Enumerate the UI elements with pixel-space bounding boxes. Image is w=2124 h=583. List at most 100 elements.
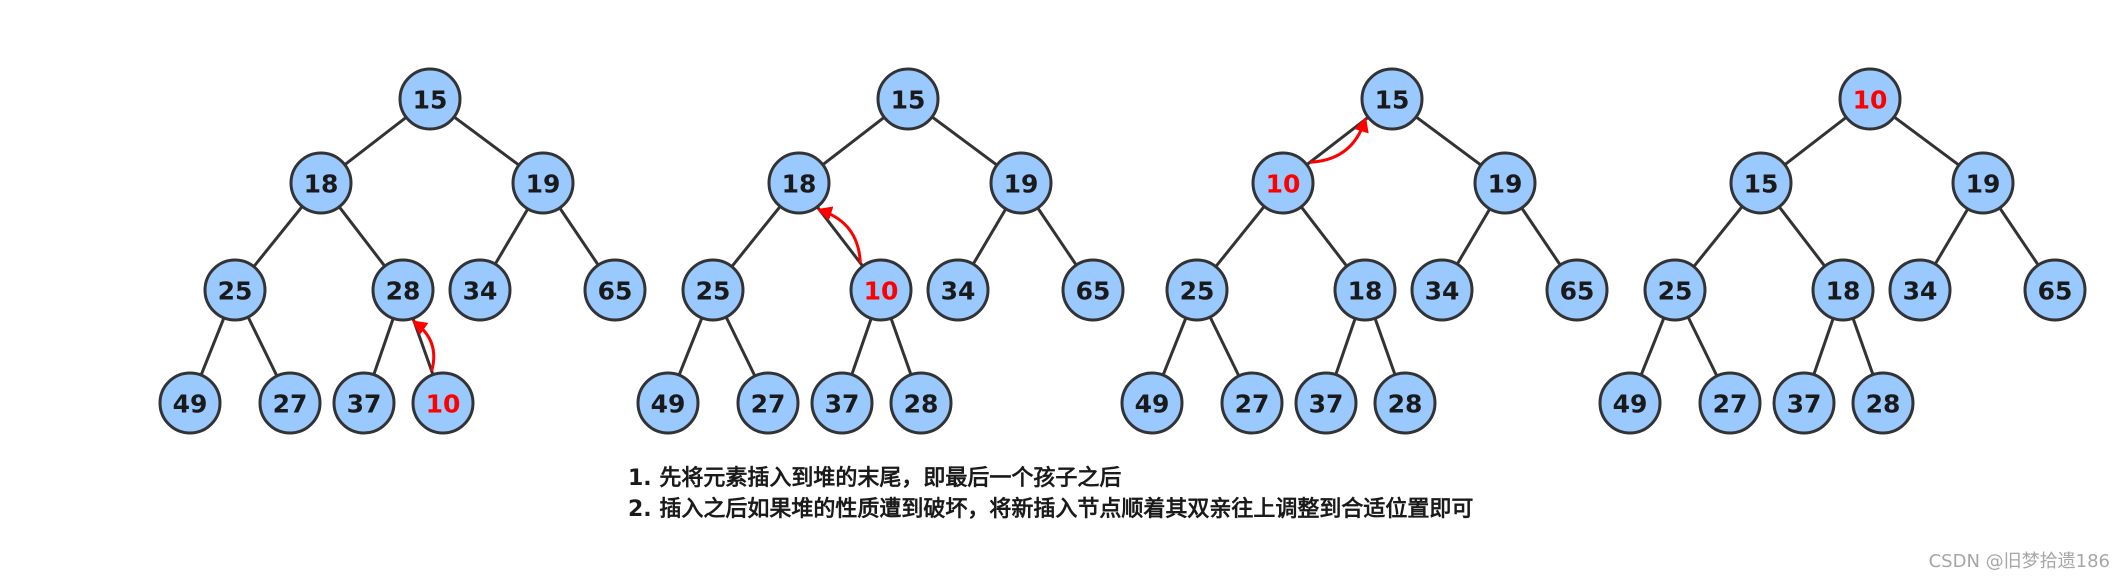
heap-node: 27 bbox=[1220, 371, 1284, 435]
tree-edge bbox=[338, 205, 386, 268]
heap-node-circle bbox=[1888, 258, 1952, 322]
heap-node-value: 28 bbox=[386, 277, 421, 306]
heap-node-value: 25 bbox=[1658, 277, 1693, 306]
tree-edge bbox=[931, 115, 998, 167]
heap-node-value: 49 bbox=[651, 390, 686, 419]
heap-node-circle bbox=[258, 371, 322, 435]
heap-node: 18 bbox=[1333, 258, 1397, 322]
tree-edge bbox=[411, 317, 435, 376]
heap-node-circle bbox=[849, 258, 913, 322]
heap-node-value: 25 bbox=[218, 277, 253, 306]
heap-node-value: 19 bbox=[526, 170, 561, 199]
heap-node-value: 65 bbox=[2038, 277, 2073, 306]
tree-edge bbox=[1783, 116, 1848, 166]
heap-node: 65 bbox=[1545, 258, 1609, 322]
heap-node-circle bbox=[736, 371, 800, 435]
heap-node-circle bbox=[1165, 258, 1229, 322]
heap-node-circle bbox=[767, 151, 831, 215]
heap-node-circle bbox=[636, 371, 700, 435]
heap-node-value: 37 bbox=[825, 390, 860, 419]
tree-edge bbox=[493, 208, 530, 265]
tree-edge bbox=[889, 317, 913, 376]
heap-node-circle bbox=[332, 371, 396, 435]
heap-node-circle bbox=[1061, 258, 1125, 322]
explanation-notes: 1. 先将元素插入到堆的末尾，即最后一个孩子之后 2. 插入之后如果堆的性质遭到… bbox=[628, 463, 1473, 525]
heap-node: 27 bbox=[258, 371, 322, 435]
tree-edge bbox=[252, 205, 304, 268]
heap-node: 19 bbox=[511, 151, 575, 215]
heap-node: 28 bbox=[1373, 371, 1437, 435]
heap-node-value: 28 bbox=[904, 390, 939, 419]
tree-edge bbox=[1686, 316, 1719, 377]
heap-node-value: 34 bbox=[1903, 277, 1938, 306]
swap-arrow bbox=[816, 206, 862, 264]
heap-node-value: 37 bbox=[1309, 390, 1344, 419]
heap-node: 34 bbox=[1410, 258, 1474, 322]
heap-node-circle bbox=[1473, 151, 1537, 215]
heap-node-value: 18 bbox=[1826, 277, 1861, 306]
heap-node-circle bbox=[1698, 371, 1762, 435]
tree-edge bbox=[1639, 317, 1666, 376]
heap-node-value: 10 bbox=[864, 277, 899, 306]
heap-node-value: 37 bbox=[347, 390, 382, 419]
swap-arrow bbox=[1309, 116, 1369, 164]
heap-node-circle bbox=[411, 371, 475, 435]
heap-node-value: 27 bbox=[273, 390, 308, 419]
heap-node-value: 18 bbox=[1348, 277, 1383, 306]
heap-node-value: 27 bbox=[1713, 390, 1748, 419]
tree-edge bbox=[1520, 207, 1562, 266]
heap-node-value: 10 bbox=[426, 390, 461, 419]
heap-node: 34 bbox=[1888, 258, 1952, 322]
heap-node: 28 bbox=[889, 371, 953, 435]
heap-node-value: 34 bbox=[941, 277, 976, 306]
heap-node-value: 18 bbox=[782, 170, 817, 199]
tree-edge bbox=[730, 205, 782, 268]
heap-node: 27 bbox=[736, 371, 800, 435]
tree-edge bbox=[199, 317, 226, 376]
heap-node-value: 15 bbox=[413, 86, 448, 115]
heap-node-value: 25 bbox=[696, 277, 731, 306]
heap-node-circle bbox=[1851, 371, 1915, 435]
heap-node-value: 15 bbox=[891, 86, 926, 115]
heap-node-circle bbox=[1220, 371, 1284, 435]
heap-node: 19 bbox=[989, 151, 1053, 215]
heap-node: 37 bbox=[332, 371, 396, 435]
tree-edge bbox=[372, 317, 395, 376]
heap-node: 34 bbox=[926, 258, 990, 322]
heap-node-circle bbox=[926, 258, 990, 322]
heap-node-circle bbox=[1811, 258, 1875, 322]
heap-node: 65 bbox=[583, 258, 647, 322]
heap-node: 25 bbox=[681, 258, 745, 322]
heap-node-circle bbox=[371, 258, 435, 322]
tree-edge bbox=[1036, 207, 1078, 266]
heap-node: 15 bbox=[1360, 67, 1424, 131]
heap-node-circle bbox=[1410, 258, 1474, 322]
heap-node: 27 bbox=[1698, 371, 1762, 435]
tree-edge bbox=[1998, 207, 2040, 266]
heap-node: 37 bbox=[1772, 371, 1836, 435]
heap-node-value: 27 bbox=[751, 390, 786, 419]
heap-node: 49 bbox=[158, 371, 222, 435]
heap-node-circle bbox=[1772, 371, 1836, 435]
tree-edge bbox=[453, 115, 520, 167]
heap-tree-2: 15 18 19 25 10 34 65 49 27 37 28 bbox=[636, 67, 1125, 435]
tree-edge bbox=[343, 116, 408, 166]
heap-node-circle bbox=[1643, 258, 1707, 322]
heap-node: 18 bbox=[767, 151, 831, 215]
heap-node-value: 49 bbox=[1613, 390, 1648, 419]
heap-node: 65 bbox=[1061, 258, 1125, 322]
note-line-1: 1. 先将元素插入到堆的末尾，即最后一个孩子之后 bbox=[628, 466, 1122, 491]
tree-edge bbox=[821, 116, 886, 166]
heap-node: 34 bbox=[448, 258, 512, 322]
heap-node-circle bbox=[1251, 151, 1315, 215]
heap-node-value: 18 bbox=[304, 170, 339, 199]
tree-edge bbox=[1455, 208, 1492, 265]
heap-node-circle bbox=[1838, 67, 1902, 131]
tree-edge bbox=[1692, 205, 1744, 268]
heap-node: 37 bbox=[810, 371, 874, 435]
heap-node-circle bbox=[681, 258, 745, 322]
heap-node-value: 65 bbox=[1076, 277, 1111, 306]
tree-edge bbox=[1208, 316, 1241, 377]
heap-node-circle bbox=[1598, 371, 1662, 435]
